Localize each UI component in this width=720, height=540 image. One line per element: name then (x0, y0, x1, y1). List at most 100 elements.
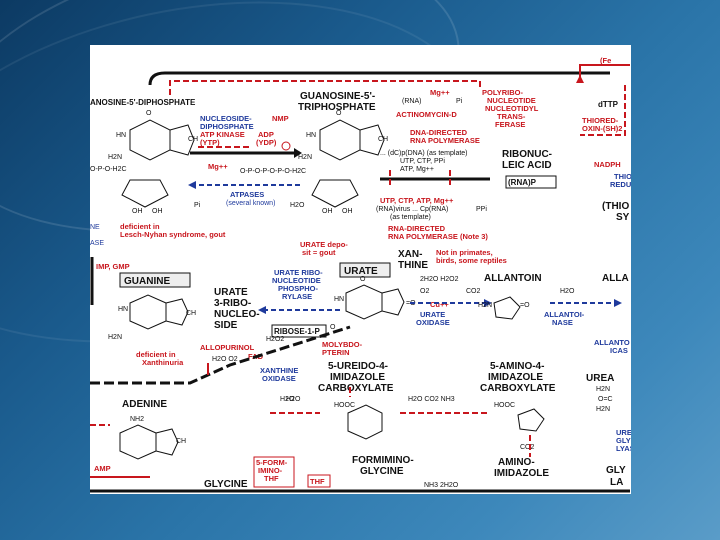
adenine-structure: CH (119, 424, 186, 460)
ureido-label-1: 5-UREIDO-4- (328, 361, 388, 372)
allopurinol-label: ALLOPURINOL (200, 343, 255, 352)
thioredoxin-label-2: OXIN-(SH)2 (582, 124, 622, 133)
dcp-label-2: UTP, CTP, PPi (400, 158, 445, 165)
formimino-thf-box (253, 456, 295, 488)
nmp-label: NMP (272, 114, 289, 123)
ribose1p-box (271, 324, 327, 338)
dna-directed-label-1: DNA-DIRECTED (410, 128, 468, 137)
xanthine-label-2: THINE (398, 260, 428, 271)
svg-text:CH: CH (176, 438, 186, 445)
hooc-label-1: HOOC (334, 402, 355, 409)
actinomycin-label: ACTINOMYCIN-D (396, 110, 457, 119)
arrowhead-icon (484, 299, 492, 307)
mg-label-2: Mg++ (208, 162, 228, 171)
thio-reduc-label-2: REDUC (610, 180, 631, 189)
amino-imidazole-label-2: IMIDAZOLE (488, 372, 543, 383)
ppi-label: PPi (476, 206, 487, 213)
polymerase-red-lines (389, 167, 451, 185)
ribose1p-label: RIBOSE-1-P (274, 327, 320, 336)
h2o-label-1: H2O (290, 202, 305, 209)
svg-text:O: O (146, 110, 152, 117)
svg-text:H2N: H2N (298, 154, 312, 161)
polyribo-label-4: TRANS- (497, 112, 526, 121)
ydp-label: (YDP) (256, 138, 277, 147)
urate-deposit-label-1: URATE depo- (300, 240, 348, 249)
arrowhead-icon (576, 75, 584, 83)
atpases-label-1: ATPASES (230, 190, 264, 199)
gtp-structure: HN O H2N CH OH OH O-P-O-P-O-P-O-H2C (240, 110, 388, 215)
urate-ribo-label-3: PHOSPHO- (278, 284, 319, 293)
allanto-icas-label-2: ICAS (610, 346, 628, 355)
svg-text:CH: CH (378, 136, 388, 143)
ureido-glyco-label-1: UREID (616, 428, 631, 437)
allantoinase-label-2: NASE (552, 318, 573, 327)
cu-label: Cu++ (430, 300, 449, 309)
gtp-label-line2: TRIPHOSPHATE (298, 102, 376, 113)
h2o-co2-nh3-label: H2O CO2 NH3 (408, 396, 455, 403)
svg-text:H2N: H2N (478, 302, 492, 309)
glycine-label: GLYCINE (204, 479, 248, 490)
arrowhead-icon (188, 181, 196, 189)
dcp-label-1: ... (dC)p(DNA) (as template) (380, 150, 468, 157)
svg-text:HN: HN (306, 132, 316, 139)
formiminoglycine-label-1: FORMIMINO- (352, 455, 414, 466)
svg-text:OH: OH (132, 208, 143, 215)
amino-imidazole-label-1: 5-AMINO-4- (490, 361, 544, 372)
h2o-h2o2-label: 2H2O H2O2 (420, 276, 459, 283)
xanthine-oxidase-label-1: XANTHINE (260, 366, 298, 375)
svg-text:H2N: H2N (596, 386, 610, 393)
urate-oxidase-label-2: OXIDASE (416, 318, 450, 327)
guanine-label: GUANINE (124, 276, 170, 287)
co2-label: CO2 (466, 288, 481, 295)
left-edge-label-1: NE (90, 224, 100, 231)
amino-imidazole-label-3: CARBOXYLATE (480, 383, 556, 394)
urate-structure: HN O O =O (330, 276, 416, 331)
allantoin-label: ALLANTOIN (484, 273, 542, 284)
urate-3-ribo-label-4: SIDE (214, 320, 238, 331)
imp-gmp-label: IMP, GMP (96, 262, 130, 271)
svg-text:CH: CH (186, 310, 196, 317)
arrowhead-icon (614, 299, 622, 307)
formiminoglycine-label-2: GLYCINE (360, 466, 404, 477)
pi-top-label: Pi (456, 98, 463, 105)
ndp-kinase-label-3: ATP KINASE (200, 130, 245, 139)
svg-text:O: O (360, 276, 366, 283)
not-in-primates-label-1: Not in primates, (436, 248, 493, 257)
urea-structure: H2N O=C H2N (596, 386, 613, 413)
pi-left-label: Pi (194, 202, 201, 209)
urate-ribo-label-2: NUCLEOTIDE (272, 276, 321, 285)
urate-deposit-label-2: sit = gout (302, 248, 336, 257)
h2o-mid-label: H2O (280, 396, 295, 403)
urate-label: URATE (344, 266, 378, 277)
formimino-thf-label-3: THF (264, 474, 279, 483)
gtp-label-line1: GUANOSINE-5'- (300, 91, 375, 102)
polyribo-label-2: NUCLEOTIDE (487, 96, 536, 105)
urate-3-ribo-label-2: 3-RIBO- (214, 298, 251, 309)
mg-label-1: Mg++ (430, 88, 450, 97)
ribonucleic-label-1: RIBONUC- (502, 149, 552, 160)
guanine-box (119, 272, 191, 288)
svg-text:OH: OH (322, 208, 333, 215)
adenine-nh2-label: NH2 (130, 416, 144, 423)
svg-text:=O: =O (520, 302, 530, 309)
amp-label: AMP (94, 464, 111, 473)
rna-virus-label: (RNA)virus ... Cp(RNA) (376, 206, 448, 213)
ureido-glyco-label-2: GLYCO (616, 436, 631, 445)
o2-label: O2 (420, 288, 429, 295)
gdp-structure: HN O H2N CH OH OH O-P-O-H2C (90, 110, 198, 215)
dcp-label-3: ATP, Mg++ (400, 166, 434, 173)
h2o-allantoin-label: H2O (560, 288, 575, 295)
svg-text:OH: OH (342, 208, 353, 215)
ndp-kinase-label-1: NUCLEOSIDE- (200, 114, 252, 123)
alla-label: ALLA (602, 273, 629, 284)
formimino-thf-label-2: IMINO- (258, 466, 283, 475)
deficient-xanthinuria-label-2: Xanthinuria (142, 358, 184, 367)
polyribo-label-5: FERASE (495, 120, 525, 129)
h2o2-label: H2O2 (266, 336, 284, 343)
xanthine-label-1: XAN- (398, 249, 422, 260)
co2-bottom-label: CO2 (520, 444, 535, 451)
nh3-2h2o-label: NH3 2H2O (424, 482, 459, 489)
ureido-label-2: IMIDAZOLE (330, 372, 385, 383)
gly-la-label-2: LA (610, 477, 623, 488)
utp-line-label: UTP, CTP, ATP, Mg++ (380, 196, 454, 205)
